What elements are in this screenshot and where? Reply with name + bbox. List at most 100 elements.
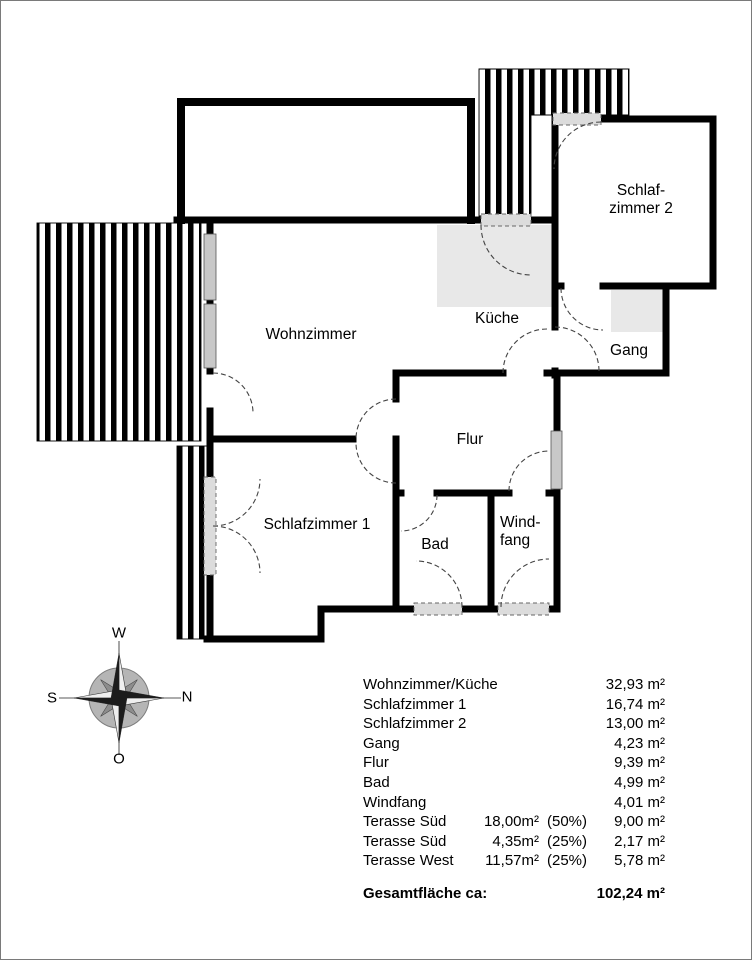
- gang-closet-block: [611, 290, 663, 332]
- room-label-schlafzimmer1: Schlafzimmer 1: [263, 516, 371, 534]
- table-row: Windfang 4,01 m²: [363, 793, 665, 813]
- door-sill-schlafzimmer2-terrace: [552, 112, 602, 126]
- terrace-west-hatch: [176, 445, 208, 640]
- area-row-label: Gang: [363, 734, 400, 752]
- door-arc-flur-wohnzimmer: [355, 398, 397, 440]
- area-row-value: 9,39 m²: [614, 754, 665, 772]
- window-flur: [550, 430, 563, 490]
- area-row-label: Bad: [363, 773, 390, 791]
- table-row: Terasse Süd 18,00m² (50%) 9,00 m²: [363, 812, 665, 832]
- area-row-percent: [539, 753, 587, 773]
- area-row-value: 4,01 m²: [614, 793, 665, 811]
- area-table: Wohnzimmer/Küche 32,93 m² Schlafzimmer 1…: [363, 675, 665, 904]
- building-walls: [173, 115, 717, 643]
- area-row-value: 4,23 m²: [614, 734, 665, 752]
- room-label-schlafzimmer2-line1: Schlaf-: [616, 182, 666, 200]
- area-row-subarea: [481, 734, 539, 754]
- table-row: Schlafzimmer 1 16,74 m²: [363, 695, 665, 715]
- area-row-label: Schlafzimmer 1: [363, 695, 467, 713]
- door-arcs: [212, 121, 604, 608]
- fixtures: [437, 225, 663, 332]
- area-row-label: Wohnzimmer/Küche: [363, 676, 498, 693]
- area-row-value: 32,93 m²: [605, 676, 665, 693]
- door-arc-french-leaf-2: [212, 525, 261, 574]
- door-arc-kueche-flur: [502, 328, 548, 374]
- area-row-subarea: [498, 675, 551, 695]
- room-label-bad: Bad: [421, 536, 449, 554]
- area-row-value: 16,74 m²: [605, 695, 665, 713]
- area-total-label: Gesamtfläche ca:: [363, 884, 488, 902]
- area-row-percent: (50%): [546, 813, 587, 831]
- room-label-wohnzimmer: Wohnzimmer: [265, 326, 357, 344]
- door-arc-kueche-entry: [480, 224, 532, 276]
- door-sill-windfang-entrance: [497, 602, 550, 616]
- door-arc-windfang-entrance: [500, 558, 550, 608]
- room-label-kueche: Küche: [475, 310, 519, 328]
- door-arc-wohnzimmer-terrace: [212, 372, 254, 414]
- compass-label-north: N: [181, 688, 193, 706]
- area-row-percent: (25%): [546, 852, 587, 870]
- room-label-windfang: Wind- fang: [500, 514, 540, 550]
- terrace-top-walls: [177, 98, 475, 224]
- area-row-label: Schlafzimmer 2: [363, 715, 467, 733]
- compass-label-east: O: [113, 750, 125, 768]
- area-row-subarea: [481, 714, 539, 734]
- terrace-hatching: [36, 68, 630, 640]
- area-row-percent: (25%): [546, 832, 587, 850]
- area-row-percent: [550, 675, 594, 695]
- table-row: Wohnzimmer/Küche 32,93 m²: [363, 675, 665, 695]
- room-label-windfang-line1: Wind-: [500, 514, 541, 532]
- area-row-label: Windfang: [363, 793, 427, 811]
- table-row: Terasse West 11,57m² (25%) 5,78 m²: [363, 851, 665, 871]
- area-row-subarea: 11,57m²: [485, 852, 539, 870]
- area-row-subarea: [481, 793, 539, 813]
- door-arc-gang-kueche: [554, 326, 600, 372]
- area-row-percent: [539, 793, 587, 813]
- table-row: Bad 4,99 m²: [363, 773, 665, 793]
- window-wohnzimmer-1: [203, 233, 217, 301]
- area-row-subarea: 4,35m²: [492, 832, 539, 850]
- room-label-gang: Gang: [610, 342, 648, 360]
- table-row: Flur 9,39 m²: [363, 753, 665, 773]
- compass-label-west: W: [111, 624, 127, 642]
- door-sill-bad: [413, 602, 463, 616]
- door-arc-flur-windfang: [508, 450, 550, 492]
- door-sill-kueche-terrace: [480, 213, 532, 227]
- area-row-subarea: [481, 753, 539, 773]
- kitchen-counter-block: [437, 225, 555, 307]
- area-row-label: Terasse West: [363, 852, 454, 870]
- area-total-row: Gesamtfläche ca: 102,24 m²: [363, 884, 665, 904]
- door-arc-flur-schlafzimmer1: [355, 442, 397, 484]
- room-label-windfang-line2: fang: [500, 532, 531, 549]
- door-arc-gang-schlafzimmer2: [560, 287, 604, 331]
- door-arc-bad-bottom: [415, 560, 463, 608]
- room-label-schlafzimmer2-line2: zimmer 2: [609, 200, 673, 217]
- area-row-subarea: [481, 773, 539, 793]
- table-row: Gang 4,23 m²: [363, 734, 665, 754]
- walls: [173, 98, 717, 643]
- compass-star-dark: [73, 652, 165, 744]
- table-row: Terasse Süd 4,35m² (25%) 2,17 m²: [363, 832, 665, 852]
- compass-label-south: S: [46, 689, 58, 707]
- area-row-label: Terasse Süd: [363, 813, 447, 831]
- area-row-percent: [539, 695, 587, 715]
- area-row-percent: [539, 734, 587, 754]
- door-arc-french-leaf-1: [212, 478, 261, 527]
- area-row-label: Terasse Süd: [363, 832, 447, 850]
- terrace-north-hatch: [478, 68, 630, 217]
- terrace-south-hatch: [36, 222, 202, 442]
- window-wohnzimmer-2: [203, 303, 217, 369]
- area-row-value: 5,78 m²: [614, 852, 665, 870]
- door-arc-bad-flur: [400, 494, 438, 532]
- compass-rose-icon: [59, 641, 181, 755]
- door-arc-schlafzimmer2-terrace: [553, 121, 602, 170]
- area-row-percent: [539, 773, 587, 793]
- room-label-flur: Flur: [456, 431, 484, 449]
- table-row: Schlafzimmer 2 13,00 m²: [363, 714, 665, 734]
- room-label-schlafzimmer2: Schlaf- zimmer 2: [609, 182, 673, 218]
- area-row-value: 13,00 m²: [605, 715, 665, 733]
- area-row-subarea: [481, 695, 539, 715]
- area-row-value: 9,00 m²: [614, 813, 665, 831]
- area-row-value: 2,17 m²: [614, 832, 665, 850]
